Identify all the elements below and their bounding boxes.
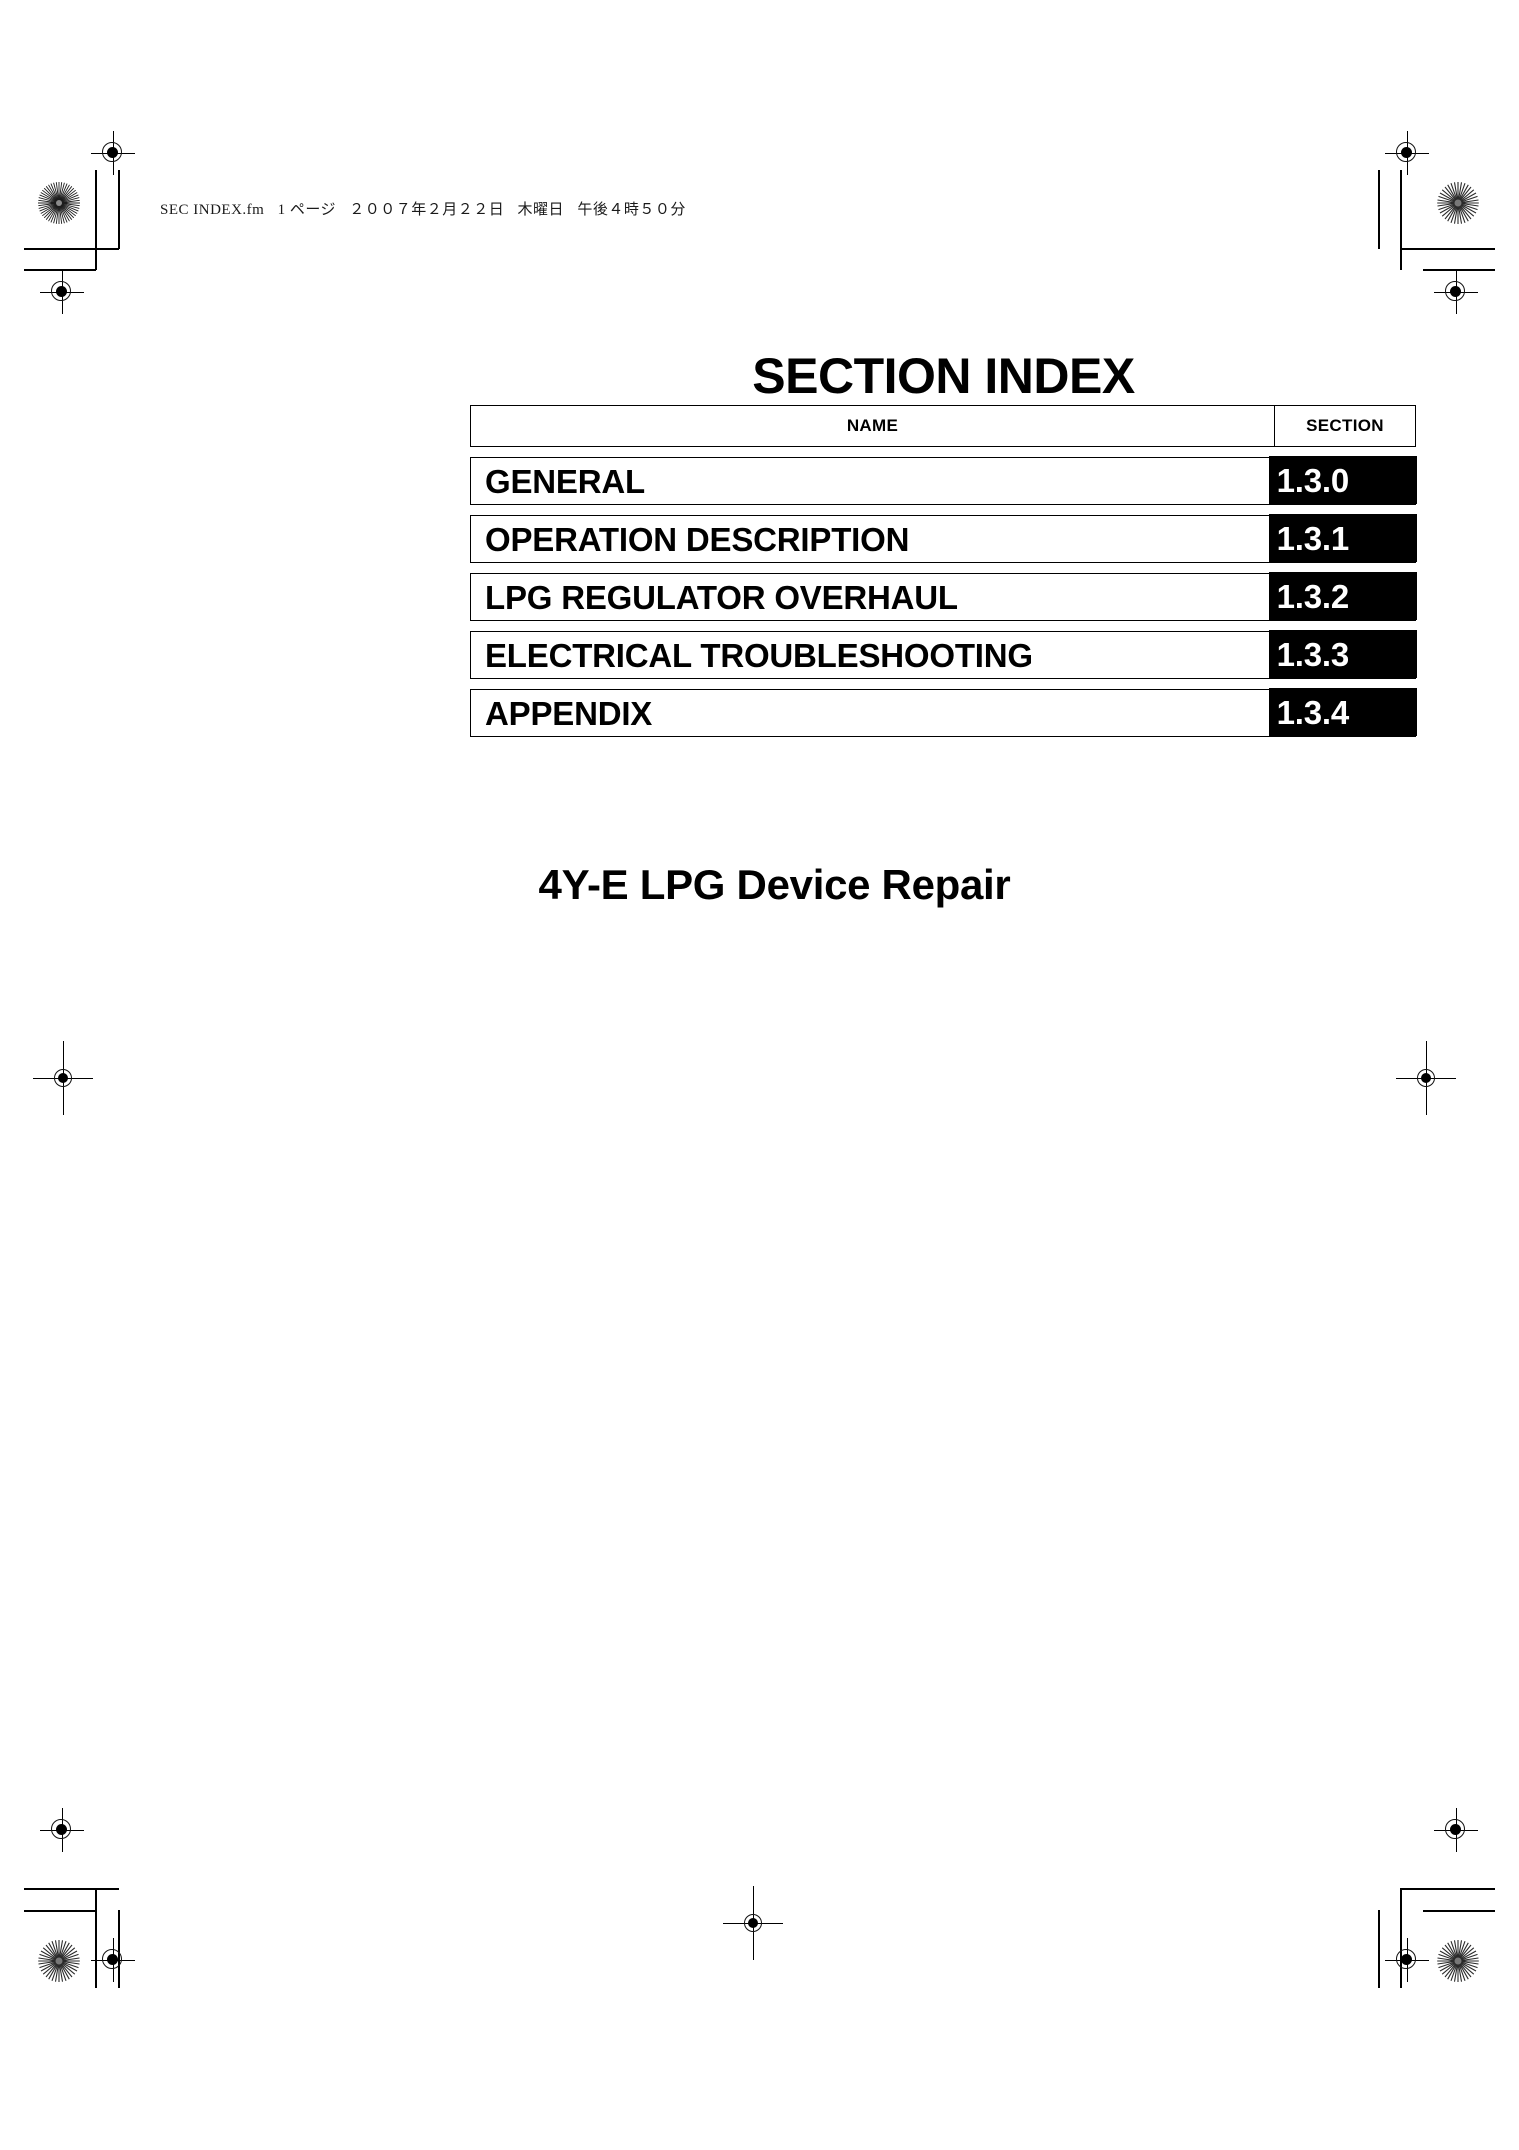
document-subtitle: 4Y-E LPG Device Repair xyxy=(538,860,1011,908)
table-row[interactable]: APPENDIX 1.3.4 xyxy=(470,688,1417,737)
table-row[interactable]: GENERAL 1.3.0 xyxy=(470,456,1417,505)
starburst-density-target-icon xyxy=(38,1935,80,1987)
crop-mark-line xyxy=(95,170,97,270)
row-name: ELECTRICAL TROUBLESHOOTING xyxy=(485,636,1033,674)
table-row[interactable]: LPG REGULATOR OVERHAUL 1.3.2 xyxy=(470,572,1417,621)
slug-date: ２００７年２月２２日 xyxy=(349,202,505,218)
crop-mark-line xyxy=(1400,1888,1402,1988)
crop-mark-line xyxy=(118,1910,120,1988)
crop-mark-line xyxy=(24,1910,96,1912)
starburst-density-target-icon xyxy=(1437,177,1479,229)
row-section-badge: 1.3.2 xyxy=(1268,572,1417,621)
slug-page-label: 1 ページ xyxy=(277,202,337,218)
crop-mark-line xyxy=(1423,1910,1495,1912)
crop-mark-line xyxy=(24,269,96,271)
crop-mark-line xyxy=(1400,248,1495,250)
registration-crosshair-icon xyxy=(1396,1041,1456,1115)
crop-mark-line xyxy=(1423,269,1495,271)
registration-target-icon xyxy=(91,131,135,175)
crop-mark-line xyxy=(24,248,119,250)
row-section-badge: 1.3.3 xyxy=(1268,630,1417,679)
registration-target-icon xyxy=(40,1808,84,1852)
row-section-badge: 1.3.4 xyxy=(1268,688,1417,737)
crop-mark-line xyxy=(1378,1910,1380,1988)
crop-mark-line xyxy=(1400,170,1402,270)
row-section-badge: 1.3.0 xyxy=(1268,456,1417,505)
registration-target-icon xyxy=(40,181,84,225)
table-row[interactable]: OPERATION DESCRIPTION 1.3.1 xyxy=(470,514,1417,563)
row-name: OPERATION DESCRIPTION xyxy=(485,520,910,558)
table-row[interactable]: ELECTRICAL TROUBLESHOOTING 1.3.3 xyxy=(470,630,1417,679)
row-section-badge: 1.3.1 xyxy=(1268,514,1417,563)
row-name: LPG REGULATOR OVERHAUL xyxy=(485,578,958,616)
page-title: SECTION INDEX xyxy=(752,347,1135,404)
column-header-name: NAME xyxy=(471,406,1275,446)
slug-filename: SEC INDEX.fm xyxy=(160,202,265,218)
registration-target-icon xyxy=(91,1938,135,1982)
registration-crosshair-icon xyxy=(33,1041,93,1115)
crop-mark-line xyxy=(1378,170,1380,249)
slug-weekday: 木曜日 xyxy=(517,202,565,218)
row-name: APPENDIX xyxy=(485,694,653,732)
slug-time: 午後４時５０分 xyxy=(577,202,686,218)
document-slug-line: SEC INDEX.fm 1 ページ ２００７年２月２２日 木曜日 午後４時５０… xyxy=(160,198,695,219)
registration-target-icon xyxy=(1434,270,1478,314)
registration-target-icon xyxy=(40,270,84,314)
table-header-row: NAME SECTION xyxy=(470,405,1416,447)
registration-crosshair-icon xyxy=(723,1886,783,1960)
starburst-density-target-icon xyxy=(1437,1935,1479,1987)
crop-mark-line xyxy=(24,1888,119,1890)
row-name: GENERAL xyxy=(485,462,645,500)
crop-mark-line xyxy=(118,170,120,249)
registration-target-icon xyxy=(1434,1808,1478,1852)
section-index-table: NAME SECTION GENERAL 1.3.0 OPERATION DES… xyxy=(470,405,1417,737)
registration-target-icon xyxy=(1385,1938,1429,1982)
crop-mark-line xyxy=(95,1888,97,1988)
column-header-section: SECTION xyxy=(1306,416,1384,435)
registration-target-icon xyxy=(1385,131,1429,175)
starburst-density-target-icon xyxy=(38,177,80,229)
crop-mark-line xyxy=(1400,1888,1495,1890)
